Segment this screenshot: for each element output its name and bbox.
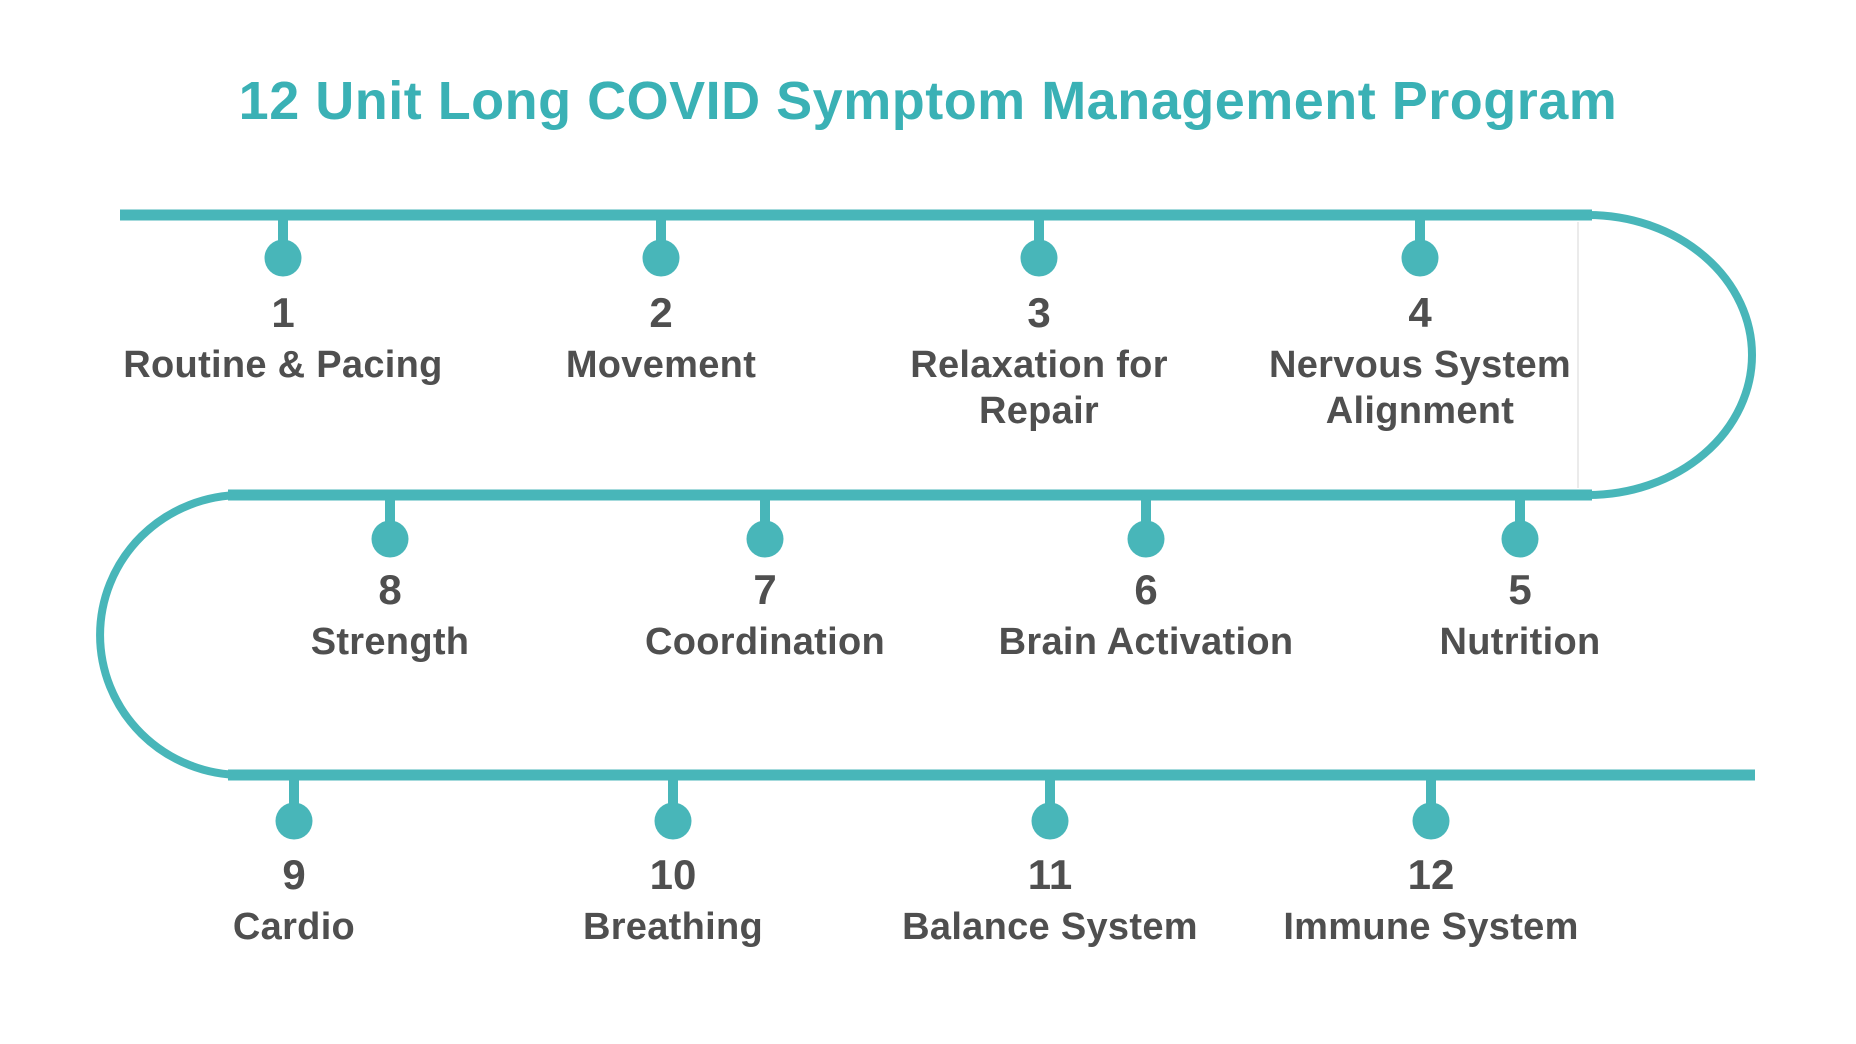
unit-7-marker bbox=[746, 491, 784, 558]
unit-item-3: 3 Relaxation for Repair bbox=[849, 291, 1229, 434]
unit-label: Immune System bbox=[1283, 906, 1579, 948]
unit-label: Coordination bbox=[644, 621, 885, 663]
unit-label: Cardio bbox=[232, 906, 356, 948]
unit-label: Nutrition bbox=[1439, 621, 1601, 663]
unit-number: 5 bbox=[1508, 566, 1532, 613]
unit-9-marker bbox=[275, 771, 313, 840]
unit-item-2: 2 Movement bbox=[471, 291, 851, 388]
unit-10-dot bbox=[654, 802, 692, 840]
right-curve bbox=[1587, 211, 1756, 499]
left-curve bbox=[96, 491, 243, 779]
unit-1-marker bbox=[264, 211, 302, 277]
unit-item-9: 9 Cardio bbox=[104, 853, 484, 950]
unit-item-6: 6 Brain Activation bbox=[956, 568, 1336, 665]
unit-item-7: 7 Coordination bbox=[575, 568, 955, 665]
unit-9-dot bbox=[275, 802, 313, 840]
unit-item-4: 4 Nervous System Alignment bbox=[1230, 291, 1610, 434]
page-title: 12 Unit Long COVID Symptom Management Pr… bbox=[238, 71, 1618, 131]
unit-11-marker bbox=[1031, 771, 1069, 840]
unit-number: 6 bbox=[1134, 566, 1158, 613]
unit-label: Strength bbox=[310, 621, 470, 663]
unit-item-8: 8 Strength bbox=[200, 568, 580, 665]
unit-label: Brain Activation bbox=[998, 621, 1294, 663]
unit-label: Routine & Pacing bbox=[123, 344, 443, 386]
unit-1-dot bbox=[264, 239, 302, 277]
unit-number: 1 bbox=[271, 289, 295, 336]
unit-number: 11 bbox=[1027, 851, 1073, 898]
unit-8-marker bbox=[371, 491, 409, 558]
unit-number: 7 bbox=[753, 566, 777, 613]
unit-3-marker bbox=[1020, 211, 1058, 277]
unit-11-dot bbox=[1031, 802, 1069, 840]
unit-item-10: 10 Breathing bbox=[483, 853, 863, 950]
unit-2-dot bbox=[642, 239, 680, 277]
unit-number: 3 bbox=[1027, 289, 1051, 336]
unit-number: 8 bbox=[378, 566, 402, 613]
unit-number: 12 bbox=[1407, 851, 1455, 898]
unit-label: Movement bbox=[565, 344, 757, 386]
unit-12-marker bbox=[1412, 771, 1450, 840]
unit-number: 9 bbox=[282, 851, 306, 898]
unit-item-11: 11 Balance System bbox=[860, 853, 1240, 950]
unit-12-dot bbox=[1412, 802, 1450, 840]
unit-label: Relaxation for Repair bbox=[910, 344, 1168, 432]
unit-4-marker bbox=[1401, 211, 1439, 277]
unit-5-dot bbox=[1501, 520, 1539, 558]
unit-10-marker bbox=[654, 771, 692, 840]
unit-6-dot bbox=[1127, 520, 1165, 558]
unit-6-marker bbox=[1127, 491, 1165, 558]
unit-item-12: 12 Immune System bbox=[1241, 853, 1621, 950]
unit-8-dot bbox=[371, 520, 409, 558]
unit-item-5: 5 Nutrition bbox=[1330, 568, 1710, 665]
unit-7-dot bbox=[746, 520, 784, 558]
unit-2-marker bbox=[642, 211, 680, 277]
unit-3-dot bbox=[1020, 239, 1058, 277]
unit-number: 2 bbox=[649, 289, 673, 336]
unit-label: Breathing bbox=[582, 906, 764, 948]
unit-label: Balance System bbox=[902, 906, 1198, 948]
unit-5-marker bbox=[1501, 491, 1539, 558]
unit-item-1: 1 Routine & Pacing bbox=[93, 291, 473, 388]
unit-4-dot bbox=[1401, 239, 1439, 277]
unit-number: 10 bbox=[649, 851, 697, 898]
unit-label: Nervous System Alignment bbox=[1268, 344, 1571, 432]
unit-number: 4 bbox=[1408, 289, 1432, 336]
